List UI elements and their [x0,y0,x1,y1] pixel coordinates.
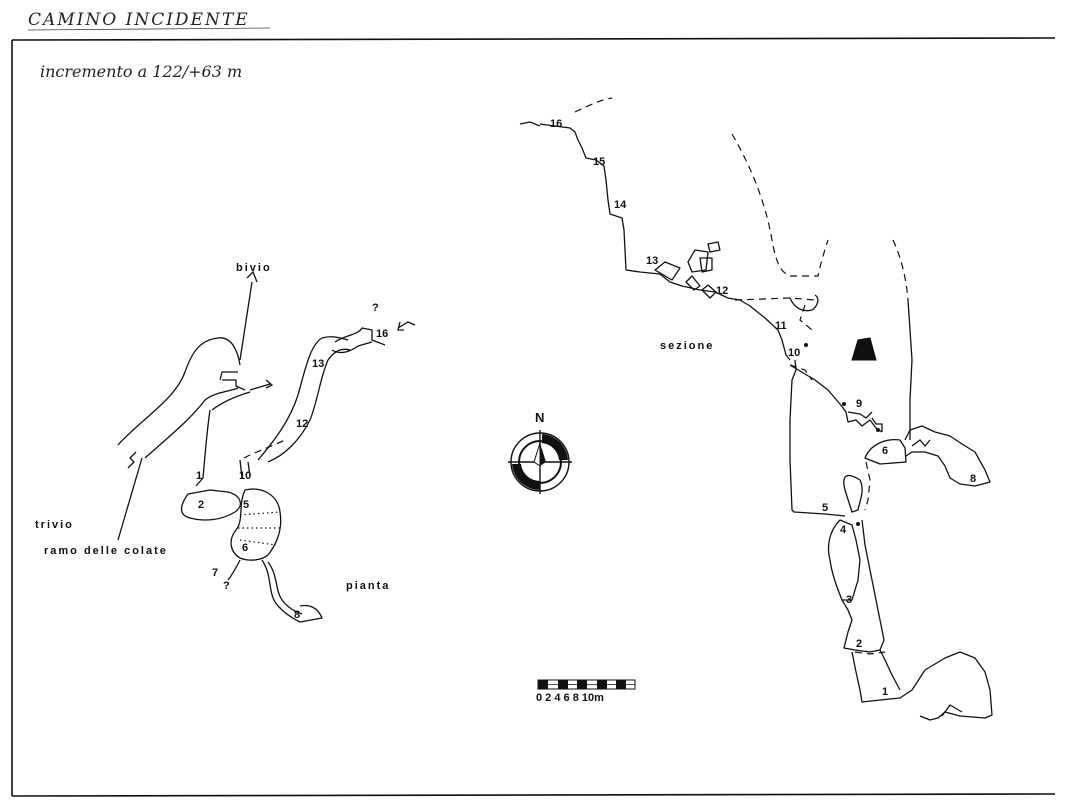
section-station: 13 [646,255,659,267]
scale-label: 0 2 4 6 8 10m [536,692,604,704]
frame-top [11,37,1056,41]
north-label: N [535,410,545,425]
plan-station: 5 [243,499,250,511]
plan-station: 2 [198,499,205,511]
ramo-delle-colate-label: ramo delle colate [44,545,168,557]
bivio-label: bivio [236,262,272,274]
section-station: 4 [840,524,847,536]
plan-station: 1 [196,470,203,482]
question-mark: ? [223,580,230,592]
section-station: 16 [550,118,563,130]
plan-station: 10 [239,470,252,482]
section-station: 15 [593,156,606,168]
plan-station: 6 [242,542,249,554]
plan-station: 16 [376,328,389,340]
section-station: 3 [846,594,853,606]
plan-station: 8 [294,609,301,621]
plan-station: 7 [212,567,219,579]
plan-station: 13 [312,358,325,370]
depth-note: incremento a 122/+63 m [40,62,243,81]
question-mark: ? [372,302,379,314]
plan-view [117,270,416,623]
section-station: 8 [970,473,977,485]
section-station: 6 [882,445,889,457]
section-station: 11 [775,320,787,332]
plan-station: 12 [296,418,309,430]
trivio-label: trivio [35,519,74,531]
section-station: 12 [716,285,729,297]
section-station: 2 [856,638,863,650]
section-station: 10 [788,347,801,359]
frame-bottom [11,793,1056,797]
compass-icon [508,430,572,494]
section-view [519,97,993,721]
section-station: 14 [614,199,627,211]
scale-bar [537,679,636,690]
pianta-label: pianta [346,580,391,592]
section-station: 1 [882,686,889,698]
sezione-label: sezione [660,340,715,352]
section-station: 5 [822,502,829,514]
section-station: 9 [856,398,863,410]
map-title: CAMINO INCIDENTE [28,10,250,30]
